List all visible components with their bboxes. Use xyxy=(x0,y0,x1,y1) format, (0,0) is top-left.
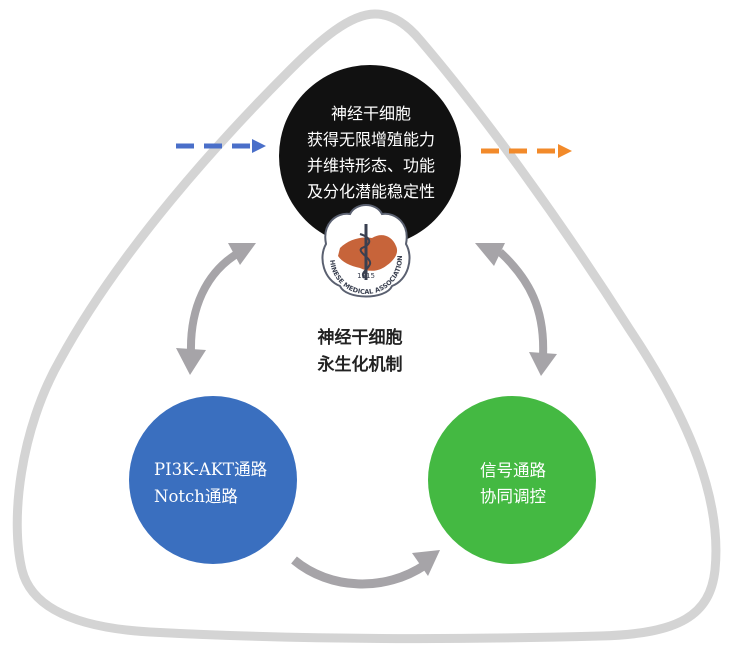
arrowhead-right xyxy=(412,550,440,576)
output-arrowhead xyxy=(558,144,572,158)
left-node-line-2: Notch通路 xyxy=(154,487,238,506)
chinese-medical-association-logo: 1915 CHINESE MEDICAL ASSOCIATION xyxy=(321,204,411,298)
top-right-bidirectional-arrow xyxy=(475,243,557,376)
center-label: 神经干细胞 永生化机制 xyxy=(280,325,440,379)
input-dashed-arrow xyxy=(176,139,266,153)
left-node-label: PI3K-AKT通路 Notch通路 xyxy=(128,456,298,510)
top-node-circle xyxy=(279,65,461,247)
output-dashed-arrow xyxy=(481,144,572,158)
right-node-label: 信号通路 协同调控 xyxy=(430,458,596,510)
center-label-line-1: 神经干细胞 xyxy=(317,328,403,348)
right-node-line-1: 信号通路 xyxy=(480,461,546,480)
left-node-circle xyxy=(129,396,297,564)
input-arrowhead xyxy=(252,139,266,153)
logo-year: 1915 xyxy=(357,272,375,280)
arrowhead-up xyxy=(228,243,256,265)
top-node-line-3: 并维持形态、功能 xyxy=(306,156,435,175)
left-to-right-arrow xyxy=(291,550,440,589)
logo-serpent xyxy=(359,233,372,279)
top-node-line-1: 神经干细胞 xyxy=(330,104,411,123)
top-left-bidirectional-arrow xyxy=(176,243,256,375)
top-node-line-2: 获得无限增殖能力 xyxy=(306,130,435,149)
arrowhead-down xyxy=(529,352,557,376)
left-node-line-1: PI3K-AKT通路 xyxy=(154,460,268,479)
top-node-label: 神经干细胞 获得无限增殖能力 并维持形态、功能 及分化潜能稳定性 xyxy=(276,101,466,205)
arrowhead-up xyxy=(475,243,505,266)
right-node-circle xyxy=(428,396,596,564)
right-node-line-2: 协同调控 xyxy=(480,487,546,506)
logo-china-map xyxy=(338,235,398,271)
arrowhead-down xyxy=(176,348,206,375)
top-node-line-4: 及分化潜能稳定性 xyxy=(306,182,435,201)
center-label-line-2: 永生化机制 xyxy=(317,355,403,375)
triangle-frame xyxy=(12,9,721,644)
